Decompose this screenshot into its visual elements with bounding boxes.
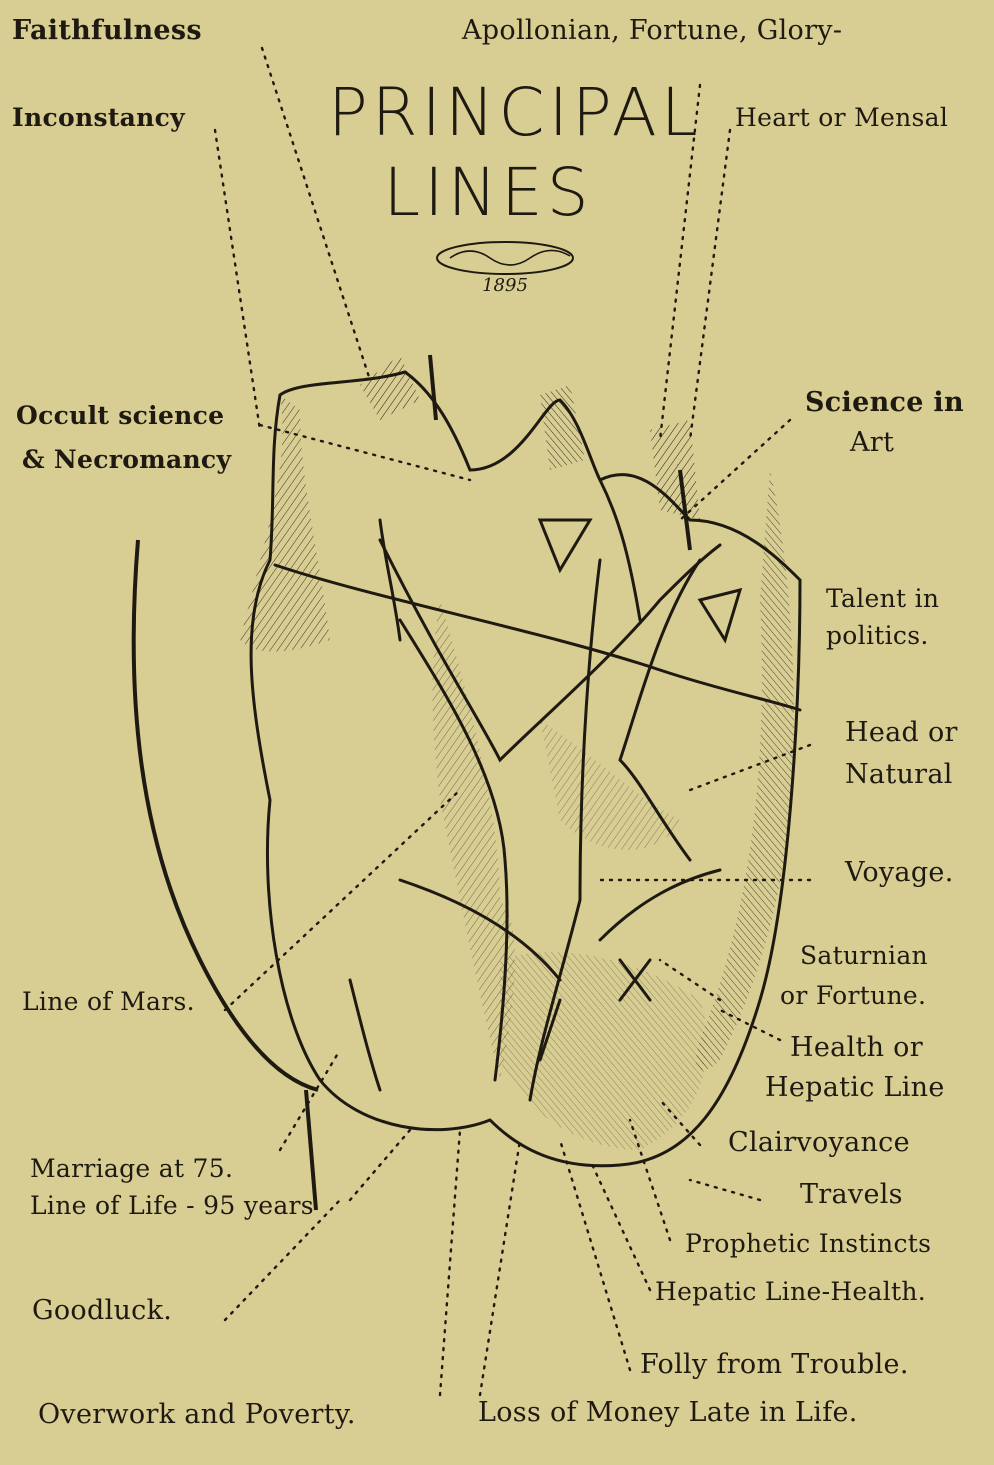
title-line-1: PRINCIPAL (328, 80, 648, 146)
label-inconstancy: Inconstancy (12, 104, 185, 132)
label-talent-1: Talent in (826, 585, 939, 613)
label-talent-2: politics. (826, 622, 929, 650)
title-line-2: LINES (328, 160, 648, 226)
label-faithfulness: Faithfulness (12, 16, 202, 46)
label-goodluck: Goodluck. (32, 1296, 172, 1326)
label-head-1: Head or (845, 718, 958, 748)
label-clairvoyance: Clairvoyance (728, 1128, 910, 1158)
label-hepatic: Hepatic Line-Health. (655, 1278, 926, 1306)
signature-year: 1895 (470, 275, 540, 296)
label-occult-1: Occult science (16, 402, 224, 430)
label-prophetic: Prophetic Instincts (685, 1230, 931, 1258)
label-voyage: Voyage. (845, 858, 954, 888)
label-overwork: Overwork and Poverty. (38, 1400, 356, 1430)
label-occult-2: & Necromancy (22, 446, 231, 474)
label-heart: Heart or Mensal (735, 104, 948, 132)
label-marriage-2: Line of Life - 95 years (30, 1192, 314, 1220)
label-health-1: Health or (790, 1033, 923, 1063)
label-mars: Line of Mars. (22, 988, 195, 1016)
label-folly: Folly from Trouble. (640, 1350, 909, 1380)
signature-monogram (437, 242, 573, 274)
label-health-2: Hepatic Line (765, 1073, 945, 1103)
label-marriage-1: Marriage at 75. (30, 1155, 233, 1183)
label-saturnian-1: Saturnian (800, 942, 928, 970)
label-loss: Loss of Money Late in Life. (478, 1398, 858, 1428)
label-travels: Travels (800, 1180, 903, 1210)
label-science-2: Art (850, 428, 894, 458)
label-saturnian-2: or Fortune. (780, 982, 926, 1010)
label-head-2: Natural (845, 760, 953, 790)
label-science-1: Science in (805, 388, 964, 418)
label-apollonian: Apollonian, Fortune, Glory- (462, 16, 842, 46)
palm-shape (240, 355, 800, 1166)
